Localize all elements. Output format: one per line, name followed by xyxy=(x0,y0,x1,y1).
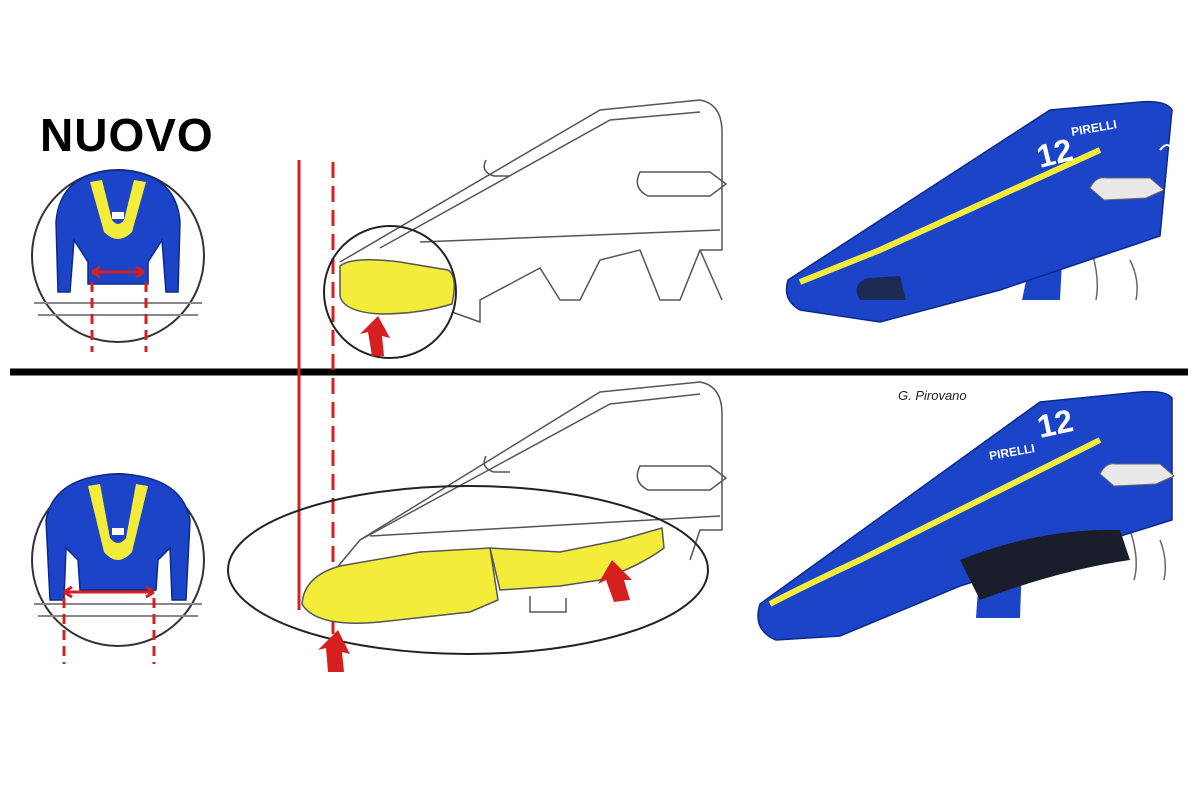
car-number-top: 12 xyxy=(1033,131,1076,175)
old-nose-underfloor-highlight xyxy=(489,527,665,591)
arrow-old-tip xyxy=(318,630,350,672)
nuovo-label: NUOVO xyxy=(40,109,214,161)
old-nose-tip-highlight xyxy=(301,547,499,624)
front-view-new xyxy=(31,169,205,352)
front-view-old xyxy=(31,473,205,664)
side-view-old xyxy=(227,381,728,655)
render-old-nose: 12 PIRELLI xyxy=(757,390,1175,641)
arrow-new-tip xyxy=(360,316,390,356)
author-credit: G. Pirovano xyxy=(898,388,967,403)
side-view-new xyxy=(323,99,728,359)
render-new-nose: 12 PIRELLI xyxy=(785,100,1173,323)
arrow-old-floor xyxy=(598,560,632,602)
car-number-bottom: 12 xyxy=(1034,402,1076,445)
new-nose-tip-highlight xyxy=(339,259,455,315)
